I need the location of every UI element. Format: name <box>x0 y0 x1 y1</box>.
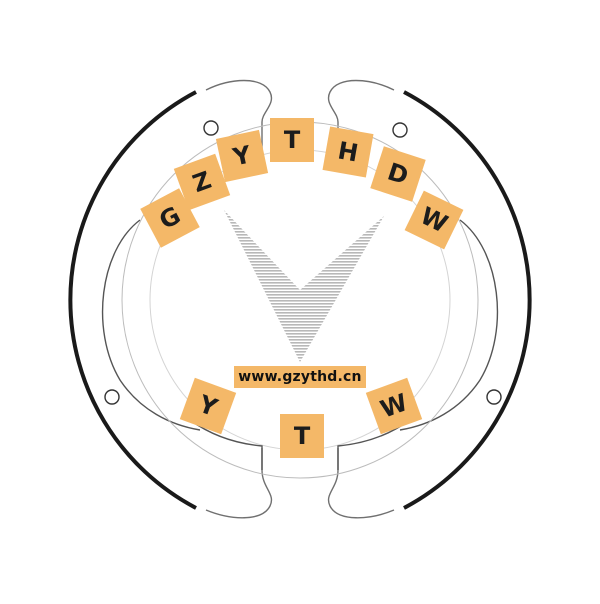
hole-right <box>486 389 502 405</box>
tile-bottom-t: T <box>280 414 324 458</box>
right-shoe-outline <box>327 79 395 519</box>
watermark-url: www.gzythd.cn <box>234 366 366 388</box>
left-shoe-outline <box>205 79 273 519</box>
tile-letter-y: Y <box>215 129 269 183</box>
right-shoe-lining <box>403 90 532 510</box>
hole-top-right <box>392 122 408 138</box>
bottom-left-bracket <box>189 419 263 470</box>
tile-letter-h: H <box>322 126 374 178</box>
hole-left <box>104 389 120 405</box>
tile-letter-t: T <box>270 118 314 162</box>
hole-top-left <box>203 120 219 136</box>
v-logo-icon <box>224 210 384 362</box>
left-shoe-lining <box>68 90 197 510</box>
